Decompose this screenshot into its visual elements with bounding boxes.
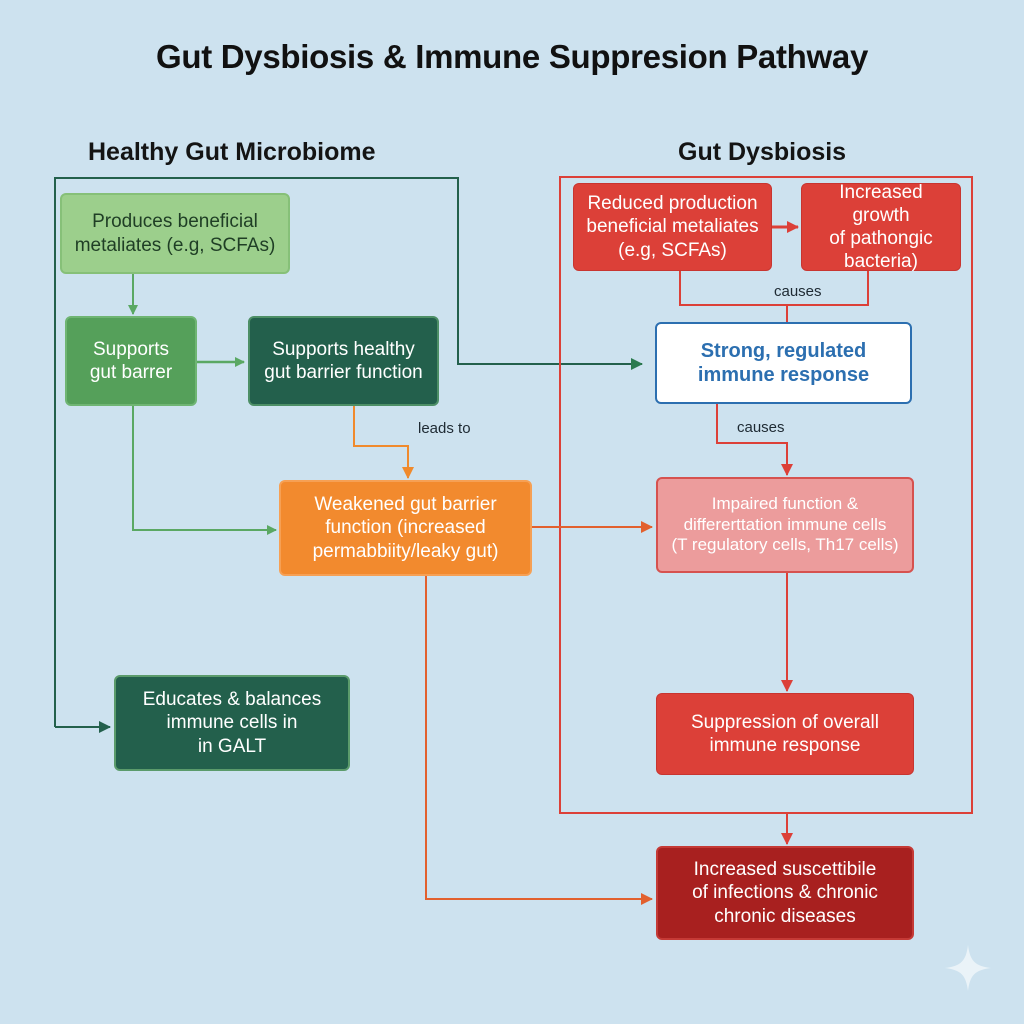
edge-supports-to-weakened (132, 406, 277, 535)
edge-causes-bracket (679, 271, 869, 306)
node-susceptibility: Increased suscettibile of infections & c… (656, 846, 914, 940)
node-increased-pathogenic: Increased growth of pathongic bacteria) (801, 182, 961, 272)
label-causes-top: causes (774, 283, 822, 300)
node-educates-immune: Educates & balances immune cells in in G… (114, 675, 350, 771)
node-produces-metabolites: Produces beneficial metaliates (e.g, SCF… (60, 193, 290, 274)
node-impaired-function: Impaired function & differerttation immu… (656, 477, 914, 573)
section-title-healthy: Healthy Gut Microbiome (88, 138, 376, 166)
edge-weakened-to-susceptibility (425, 576, 653, 905)
healthy-frame-line (54, 177, 643, 727)
dysbiosis-frame (559, 176, 973, 814)
sparkle-icon (945, 945, 991, 991)
node-reduced-production: Reduced production beneficial metaliates… (573, 183, 772, 271)
label-causes-mid: causes (737, 419, 785, 436)
node-suppression: Suppression of overall immune response (656, 693, 914, 775)
section-title-dysbiosis: Gut Dysbiosis (678, 138, 847, 166)
node-weakened-barrier: Weakened gut barrier function (increased… (279, 480, 532, 576)
diagram-title: Gut Dysbiosis & Immune Suppresion Pathwa… (155, 38, 868, 75)
node-supports-healthy-barrier: Supports healthy gut barrier function (248, 316, 439, 406)
node-supports-gut-barrier: Supports gut barrer (65, 316, 197, 406)
label-leads-to: leads to (418, 420, 471, 437)
node-strong-immune: Strong, regulated immune response (655, 322, 912, 404)
edge-strong-to-impaired (716, 404, 793, 476)
edge-healthy-to-weakened (353, 406, 414, 479)
